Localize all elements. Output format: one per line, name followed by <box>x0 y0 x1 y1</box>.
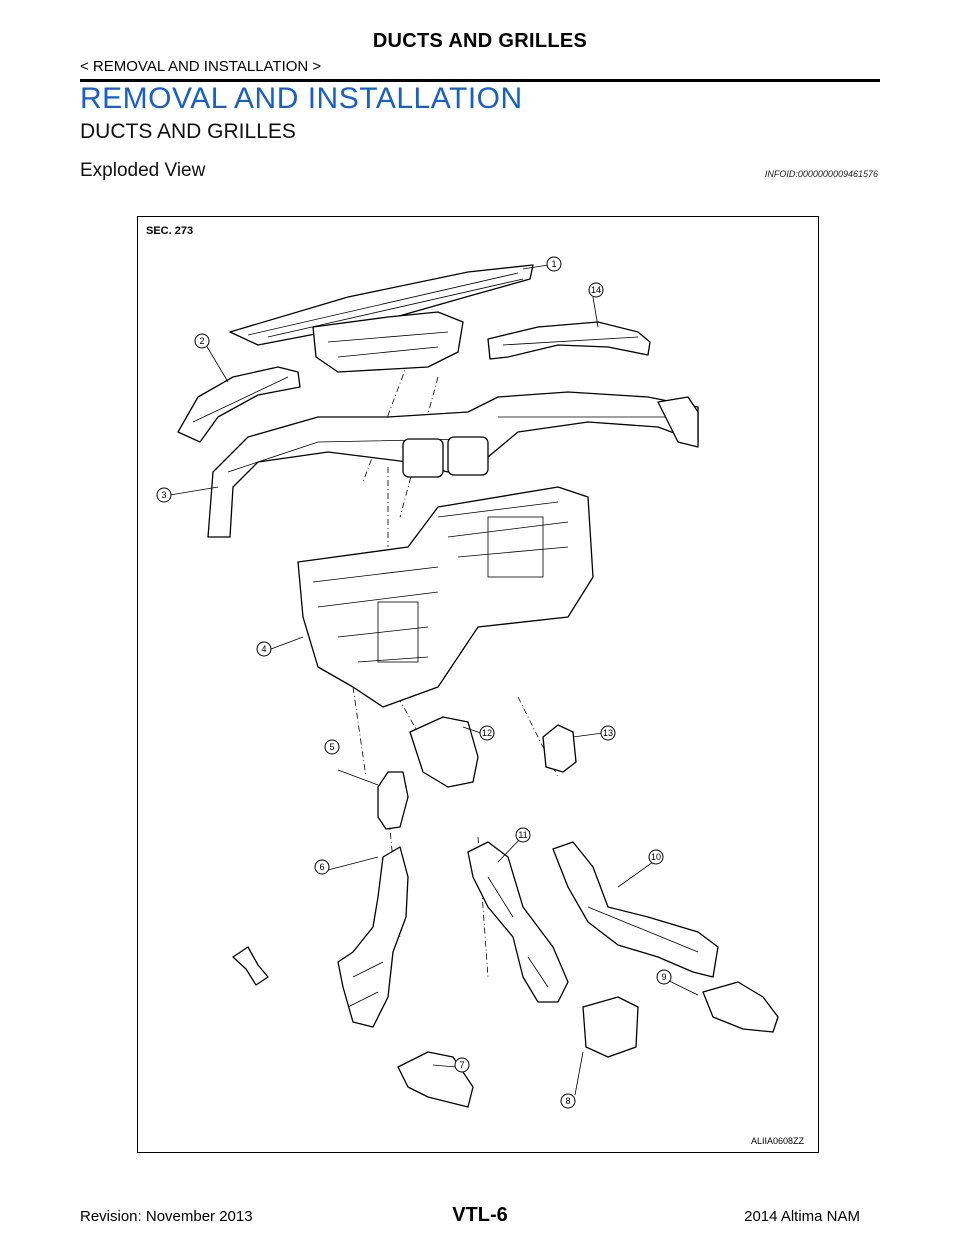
front-arrow-icon <box>232 946 269 986</box>
part-2-side-duct-left <box>177 366 301 443</box>
part-11-center-floor-duct <box>467 841 569 1003</box>
figure-code: ALIIA0608ZZ <box>750 1136 804 1146</box>
svg-text:13: 13 <box>603 728 613 738</box>
part-7-rear-floor-duct <box>397 1051 474 1108</box>
part-12-foot-duct <box>409 716 479 788</box>
part-13-foot-duct-connector <box>542 724 577 773</box>
callout-14: 14 <box>588 282 604 298</box>
footer-model: 2014 Altima NAM <box>744 1208 860 1225</box>
svg-text:6: 6 <box>319 862 324 872</box>
callout-12: 12 <box>479 725 495 741</box>
footer-page-number: VTL-6 <box>452 1204 508 1226</box>
part-9-duct-end <box>702 981 779 1033</box>
svg-text:5: 5 <box>329 742 334 752</box>
callout-8: 8 <box>560 1093 576 1109</box>
svg-text:8: 8 <box>565 1096 570 1106</box>
callout-10: 10 <box>648 849 664 865</box>
svg-text:11: 11 <box>518 830 527 840</box>
callout-3: 3 <box>156 487 172 503</box>
callout-5: 5 <box>324 739 340 755</box>
callout-7: 7 <box>454 1057 470 1073</box>
part-14-side-duct-right <box>487 321 651 360</box>
info-id: INFOID:0000000009461576 <box>764 169 878 179</box>
part-6-rear-foot-duct-left <box>337 846 409 1028</box>
callout-9: 9 <box>656 969 672 985</box>
svg-text:7: 7 <box>459 1060 464 1070</box>
part-8-floor-duct-connector <box>582 996 639 1058</box>
part-3-ventilator-duct <box>207 391 699 538</box>
breadcrumb: < REMOVAL AND INSTALLATION > <box>80 58 322 75</box>
svg-text:9: 9 <box>661 972 666 982</box>
callout-6: 6 <box>314 859 330 875</box>
part-10-rear-foot-duct-right <box>552 841 719 978</box>
exploded-view-heading: Exploded View <box>80 160 206 181</box>
part-1-defroster-nozzle <box>229 264 534 373</box>
section-subtitle: DUCTS AND GRILLES <box>80 120 296 143</box>
svg-text:12: 12 <box>482 728 492 738</box>
exploded-view-figure: SEC. 273 <box>137 216 819 1153</box>
callout-2: 2 <box>194 333 210 349</box>
svg-text:14: 14 <box>591 285 601 295</box>
svg-text:1: 1 <box>551 259 556 269</box>
svg-text:4: 4 <box>261 644 266 654</box>
exploded-view-diagram: 1 14 2 3 4 5 6 7 8 9 10 11 12 13 <box>156 256 779 1109</box>
header-title: DUCTS AND GRILLES <box>372 30 588 52</box>
part-4-heater-cooling-unit <box>297 486 594 708</box>
callout-11: 11 <box>515 827 531 843</box>
footer-revision: Revision: November 2013 <box>80 1208 253 1225</box>
part-5-duct-connector <box>377 771 409 830</box>
callout-4: 4 <box>256 641 272 657</box>
svg-text:3: 3 <box>161 490 166 500</box>
section-title: REMOVAL AND INSTALLATION <box>80 82 523 115</box>
svg-text:2: 2 <box>199 336 204 346</box>
callout-1: 1 <box>546 256 562 272</box>
header-divider <box>80 79 880 82</box>
svg-text:10: 10 <box>651 852 661 862</box>
section-number-label: SEC. 273 <box>146 225 194 237</box>
callout-13: 13 <box>600 725 616 741</box>
